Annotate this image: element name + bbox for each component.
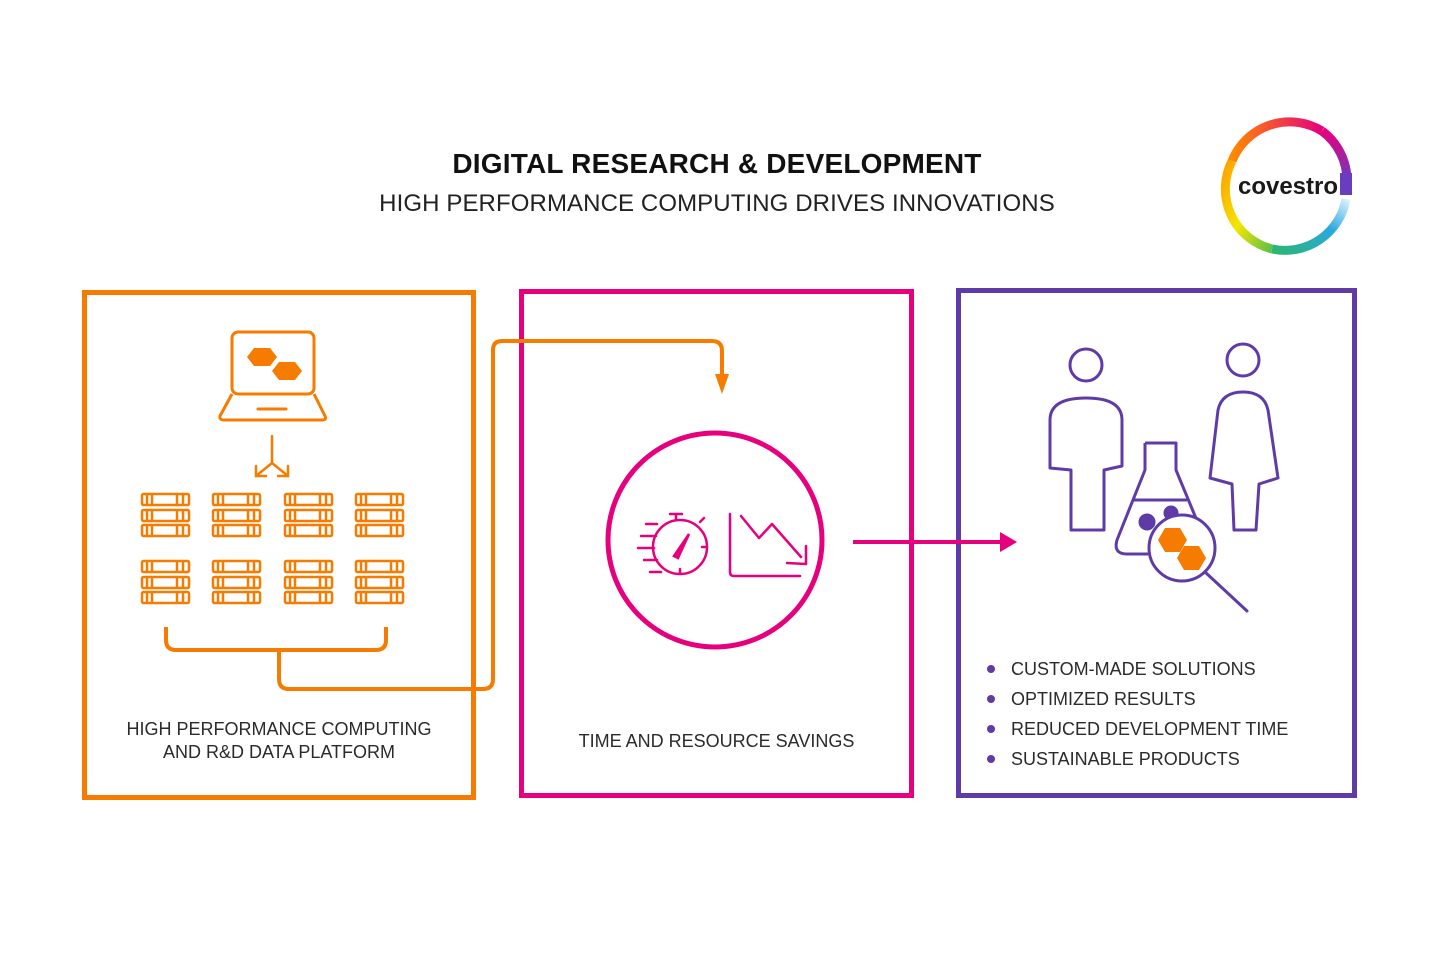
bullet-text: CUSTOM-MADE SOLUTIONS xyxy=(1011,659,1256,679)
hexagon-icon xyxy=(247,348,277,366)
bullet-text: SUSTAINABLE PRODUCTS xyxy=(1011,749,1240,769)
hexagon-icon xyxy=(1158,528,1187,552)
server-rack-icon xyxy=(140,559,191,605)
hexagon-icon xyxy=(1177,546,1206,570)
declining-chart-icon xyxy=(728,512,808,578)
stopwatch-icon xyxy=(636,512,709,576)
bullet-dot-icon xyxy=(987,725,995,733)
diagram-subtitle: HIGH PERFORMANCE COMPUTING DRIVES INNOVA… xyxy=(379,190,1055,217)
list-item: CUSTOM-MADE SOLUTIONS xyxy=(985,654,1288,684)
magnifier-molecule-icon xyxy=(1147,513,1249,613)
list-item: SUSTAINABLE PRODUCTS xyxy=(985,744,1288,774)
savings-caption: TIME AND RESOURCE SAVINGS xyxy=(578,731,855,751)
man-icon xyxy=(1048,347,1124,532)
logo-wordmark: covestro xyxy=(1238,173,1338,200)
bullet-text: REDUCED DEVELOPMENT TIME xyxy=(1011,719,1289,739)
laptop-icon xyxy=(218,330,328,422)
server-rack-icon xyxy=(140,492,191,538)
woman-icon xyxy=(1208,342,1280,532)
list-item: REDUCED DEVELOPMENT TIME xyxy=(985,714,1288,744)
hpc-caption-line1: HIGH PERFORMANCE COMPUTING xyxy=(126,719,432,739)
server-rack-icon xyxy=(211,559,262,605)
arrowhead-icon xyxy=(715,374,729,394)
bullet-dot-icon xyxy=(987,695,995,703)
bullet-dot-icon xyxy=(987,665,995,673)
covestro-ring-icon: covestro xyxy=(1220,117,1352,255)
server-rack-icon xyxy=(354,559,405,605)
covestro-logo: covestro xyxy=(1212,115,1358,259)
savings-circle xyxy=(605,430,825,650)
benefits-list: CUSTOM-MADE SOLUTIONS OPTIMIZED RESULTS … xyxy=(985,654,1288,774)
server-grid xyxy=(140,492,405,605)
bullet-text: OPTIMIZED RESULTS xyxy=(1011,689,1196,709)
hpc-caption: HIGH PERFORMANCE COMPUTING AND R&D DATA … xyxy=(86,718,472,764)
bullet-dot-icon xyxy=(987,755,995,763)
hexagon-icon xyxy=(272,362,302,380)
server-rack-icon xyxy=(283,559,334,605)
server-rack-icon xyxy=(211,492,262,538)
pink-connector-arrow xyxy=(853,532,1017,552)
flask-icon xyxy=(1114,441,1202,556)
diagram-title: DIGITAL RESEARCH & DEVELOPMENT xyxy=(452,148,982,179)
server-rack-icon xyxy=(283,492,334,538)
hpc-panel xyxy=(82,290,476,800)
server-rack-icon xyxy=(354,492,405,538)
split-arrow-icon xyxy=(254,434,290,478)
orange-connector-arrow xyxy=(164,339,729,691)
hpc-caption-line2: AND R&D DATA PLATFORM xyxy=(162,742,396,762)
list-item: OPTIMIZED RESULTS xyxy=(985,684,1288,714)
